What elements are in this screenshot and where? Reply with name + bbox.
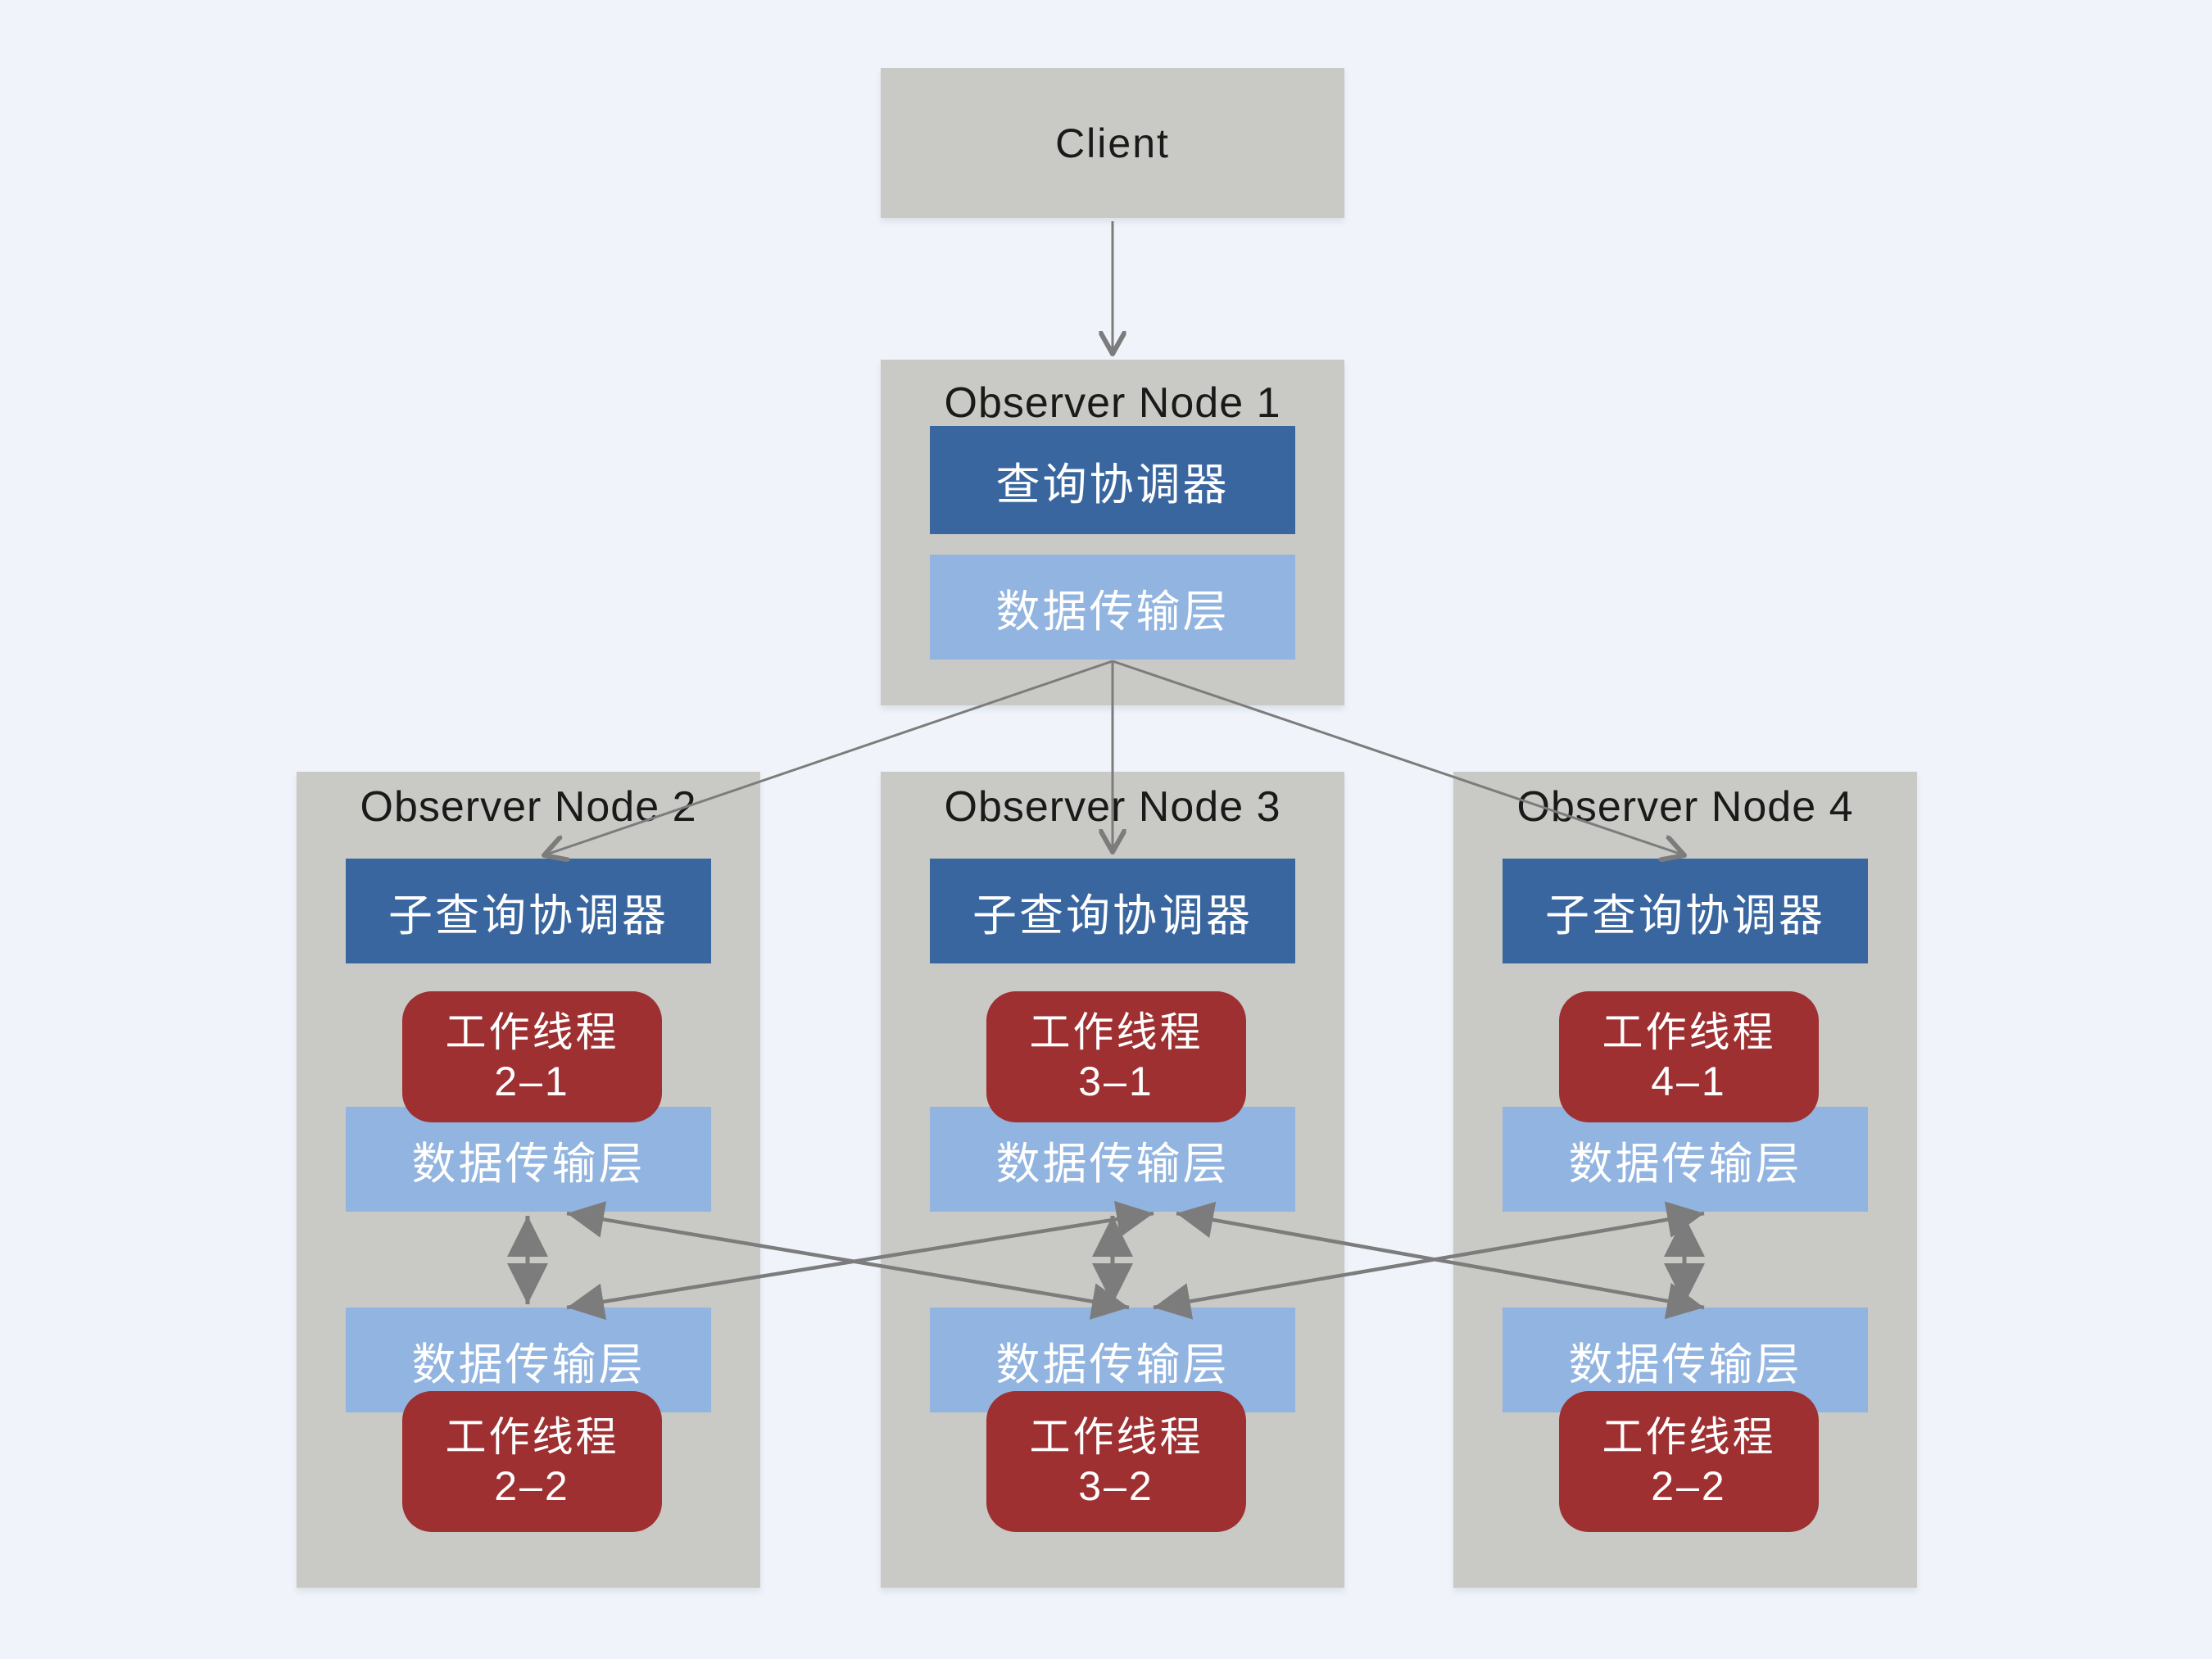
worker-thread-label: 工作线程: [445, 1009, 619, 1055]
worker-thread-id: 4–1: [1651, 1058, 1727, 1104]
node-title: Observer Node 3: [944, 783, 1281, 831]
worker-thread-box: 工作线程 2–2: [1559, 1391, 1819, 1532]
worker-thread-label: 工作线程: [1029, 1009, 1203, 1055]
worker-thread-box: 工作线程 3–1: [986, 991, 1246, 1122]
query-coordinator-box: 查询协调器: [930, 426, 1295, 534]
client-box: Client: [881, 68, 1344, 218]
observer-node-2: Observer Node 2 子查询协调器 工作线程 2–1 数据传输层 数据…: [297, 772, 760, 1588]
worker-thread-id: 2–2: [494, 1463, 570, 1509]
worker-thread-label: 工作线程: [1602, 1009, 1776, 1055]
node-title: Observer Node 4: [1516, 783, 1854, 831]
observer-node-3: Observer Node 3 子查询协调器 工作线程 3–1 数据传输层 数据…: [881, 772, 1344, 1588]
worker-thread-id: 3–2: [1078, 1463, 1154, 1509]
data-transport-layer-box: 数据传输层: [346, 1107, 711, 1212]
subquery-coordinator-box: 子查询协调器: [930, 859, 1295, 963]
worker-thread-id: 2–1: [494, 1058, 570, 1104]
data-transport-layer-box: 数据传输层: [1503, 1107, 1868, 1212]
worker-thread-id: 3–1: [1078, 1058, 1154, 1104]
worker-thread-label: 工作线程: [445, 1414, 619, 1460]
worker-thread-box: 工作线程 2–2: [402, 1391, 662, 1532]
subquery-coordinator-box: 子查询协调器: [1503, 859, 1868, 963]
client-label: Client: [1055, 120, 1170, 166]
worker-thread-label: 工作线程: [1029, 1414, 1203, 1460]
node-title: Observer Node 2: [360, 783, 697, 831]
data-transport-layer-box: 数据传输层: [930, 1107, 1295, 1212]
observer-node-1: Observer Node 1 查询协调器 数据传输层: [881, 360, 1344, 705]
worker-thread-box: 工作线程 4–1: [1559, 991, 1819, 1122]
node-title: Observer Node 1: [944, 379, 1281, 427]
worker-thread-box: 工作线程 3–2: [986, 1391, 1246, 1532]
observer-node-4: Observer Node 4 子查询协调器 工作线程 4–1 数据传输层 数据…: [1453, 772, 1917, 1588]
data-transport-layer-box: 数据传输层: [930, 555, 1295, 660]
worker-thread-label: 工作线程: [1602, 1414, 1776, 1460]
worker-thread-box: 工作线程 2–1: [402, 991, 662, 1122]
subquery-coordinator-box: 子查询协调器: [346, 859, 711, 963]
worker-thread-id: 2–2: [1651, 1463, 1727, 1509]
